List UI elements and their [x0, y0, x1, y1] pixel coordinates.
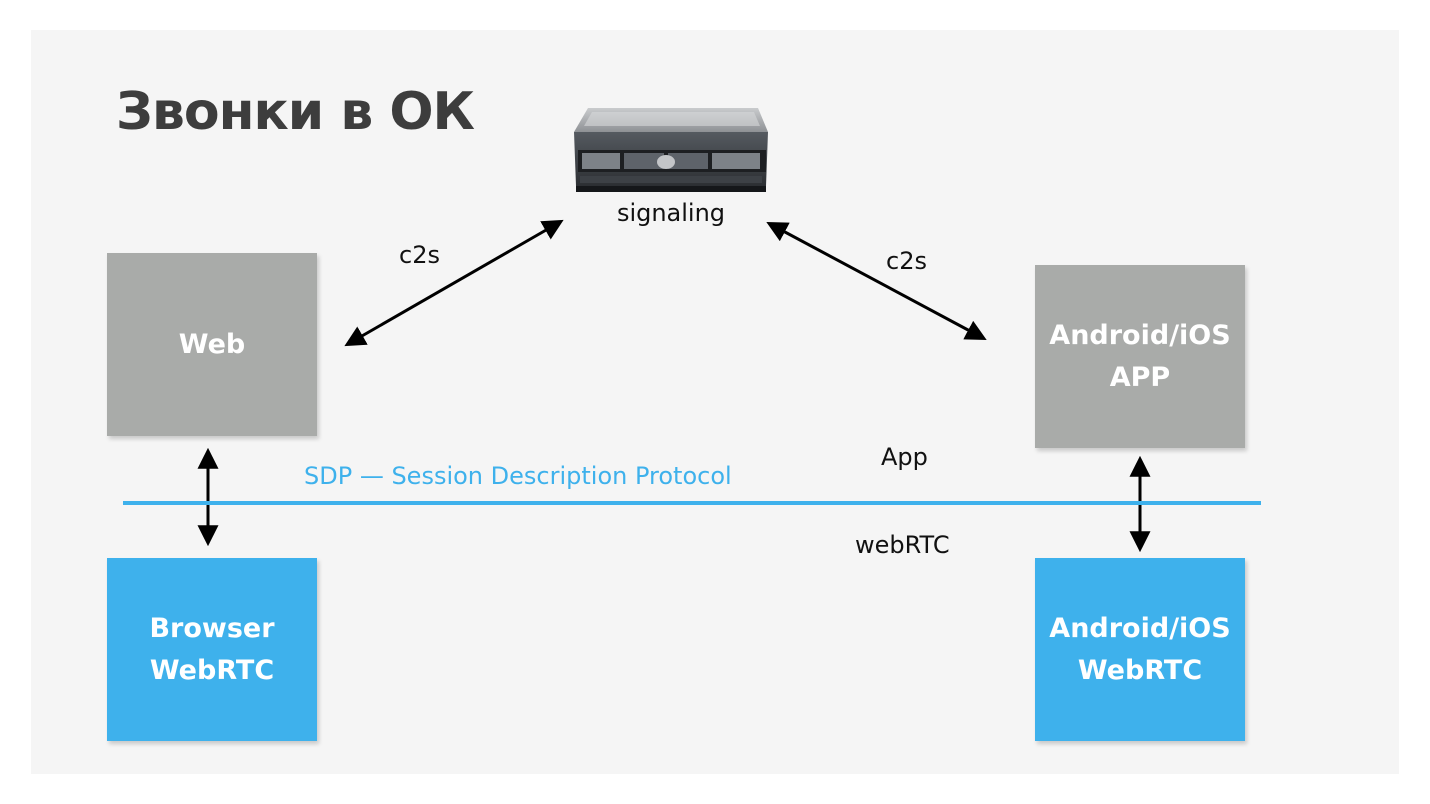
layer-label-webrtc: webRTC [855, 531, 950, 559]
arrow-signaling-app [766, 222, 987, 340]
sdp-divider-line [123, 501, 1261, 505]
mobile-app-box: Android/iOS APP [1035, 265, 1245, 448]
sdp-label: SDP — Session Description Protocol [304, 462, 732, 490]
edge-label-right-c2s: c2s [886, 247, 927, 275]
edge-label-left-c2s: c2s [399, 241, 440, 269]
rack-server-icon [574, 108, 768, 192]
web-box: Web [107, 253, 317, 436]
browser-webrtc-box: Browser WebRTC [107, 558, 317, 741]
arrow-web-signaling [344, 219, 564, 347]
mobile-webrtc-box: Android/iOS WebRTC [1035, 558, 1245, 741]
server-label: signaling [617, 199, 725, 227]
layer-label-app: App [881, 443, 928, 471]
page-title: Звонки в ОК [116, 82, 475, 142]
